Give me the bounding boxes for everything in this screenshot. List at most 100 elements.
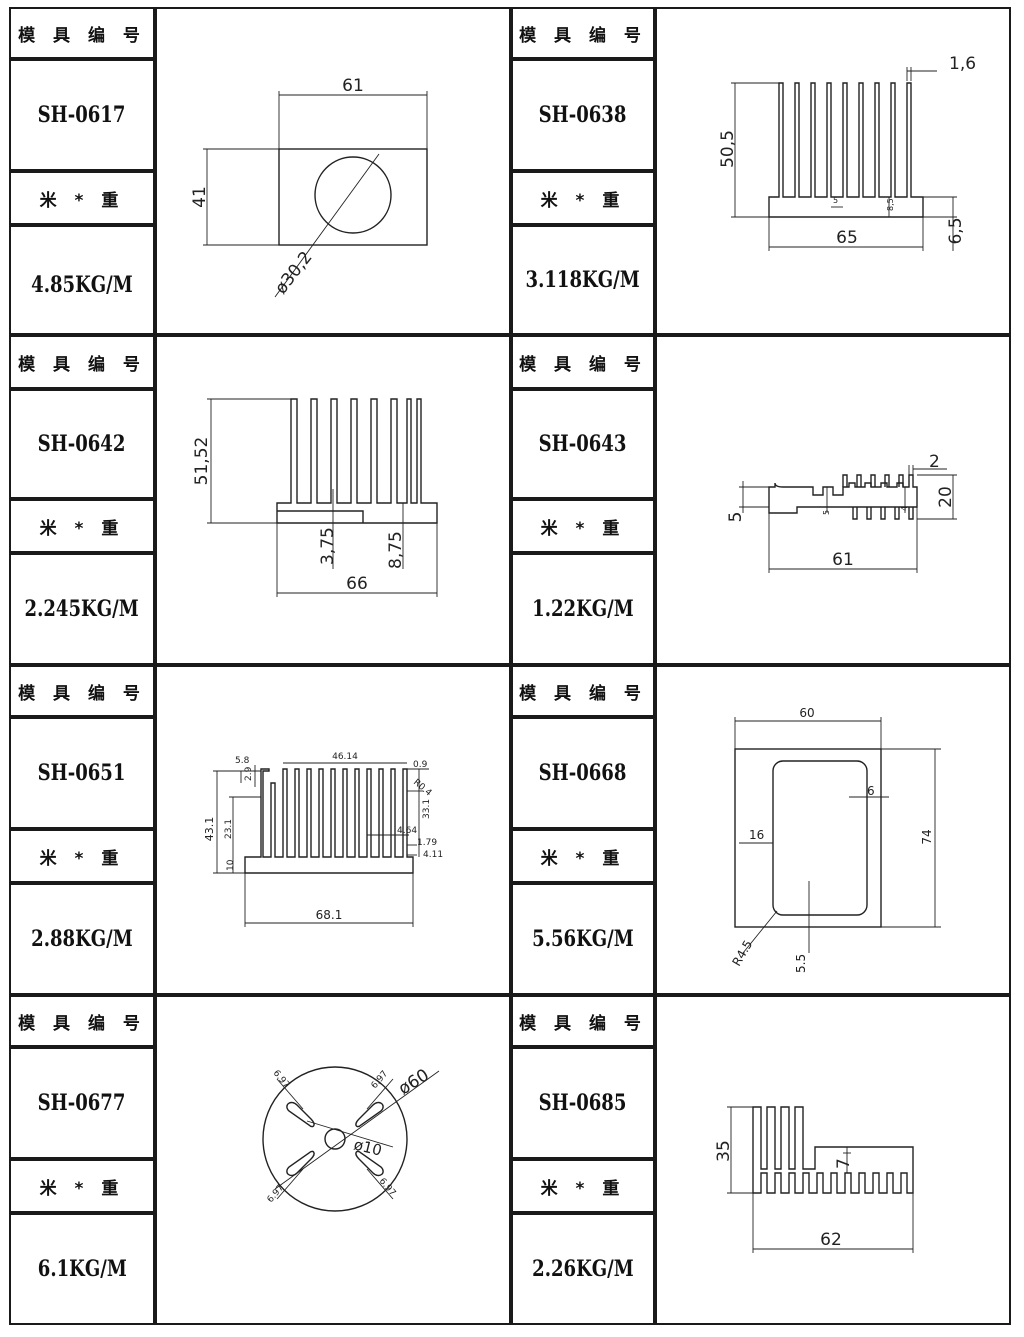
- weight-value: 5.56KG/M: [532, 926, 634, 952]
- weight-label: 米 * 重: [39, 848, 125, 869]
- profile-drawing-sh-0685: 35 7 62: [714, 1106, 914, 1253]
- weight-header: 米 * 重: [511, 499, 655, 553]
- weight-value-cell: 4.85KG/M: [9, 225, 155, 335]
- dimension-label: 62: [820, 1230, 842, 1250]
- mold-number-label: 模 具 编 号: [519, 25, 647, 46]
- drawing-cell: 60 6 16 74 R4.5 5.5: [655, 665, 1011, 995]
- drawing-cell: 6.97 6.97 ø60 ø10 6.97 6.97: [155, 995, 511, 1325]
- dimension-label: 43.1: [203, 817, 216, 842]
- dimension-label: 20: [936, 486, 956, 508]
- weight-value: 1.22KG/M: [532, 596, 634, 622]
- mold-number-header: 模 具 编 号: [9, 335, 155, 389]
- drawing-cell: 5.8 2.9 46.14 0.9 R0.4 33.1 43.1 23.1 4.…: [155, 665, 511, 995]
- weight-value: 3.118KG/M: [525, 267, 641, 293]
- mold-code: SH-0685: [539, 1090, 627, 1116]
- dimension-label: 61: [832, 550, 854, 570]
- weight-value-cell: 3.118KG/M: [511, 225, 655, 335]
- dimension-label: 4.64: [397, 826, 417, 836]
- drawing-cell: 61 41 ø30,2: [155, 7, 511, 335]
- dimension-label: 3,75: [318, 527, 338, 565]
- mold-code: SH-0677: [38, 1090, 126, 1116]
- slot-bottom-left: [286, 1150, 315, 1177]
- dimension-label: 5: [726, 512, 746, 523]
- profile-outline: [276, 398, 438, 524]
- mold-number-header: 模 具 编 号: [9, 665, 155, 717]
- inner-cavity: [772, 760, 868, 916]
- slot-bottom-right: [355, 1150, 384, 1177]
- dimension-label: 2: [929, 452, 940, 472]
- weight-value-cell: 5.56KG/M: [511, 883, 655, 995]
- dimension-label: 5.8: [235, 756, 250, 766]
- dimension-label: 5: [833, 196, 838, 205]
- weight-value-cell: 2.88KG/M: [9, 883, 155, 995]
- dimension-label: 51,52: [192, 437, 212, 486]
- dimension-label: ø60: [395, 1065, 433, 1099]
- dimension-label: 60: [799, 706, 814, 720]
- profile-drawing-sh-0638: 1,6 50,5 5 8,5 65 6,5: [718, 54, 976, 251]
- mold-code: SH-0668: [539, 760, 627, 786]
- mold-number-header: 模 具 编 号: [9, 7, 155, 59]
- dimension-label: 0.9: [413, 760, 428, 770]
- mold-code: SH-0638: [539, 102, 627, 128]
- weight-header: 米 * 重: [511, 171, 655, 225]
- dimension-label: 46.14: [332, 752, 358, 762]
- mold-code: SH-0617: [38, 102, 126, 128]
- weight-value: 2.88KG/M: [31, 926, 133, 952]
- slot-top-right: [355, 1101, 384, 1128]
- profile-drawing-sh-0668: 60 6 16 74 R4.5 5.5: [729, 706, 941, 973]
- mold-code-cell: SH-0677: [9, 1047, 155, 1159]
- weight-label: 米 * 重: [540, 518, 626, 539]
- dimension-label: 35: [714, 1140, 734, 1162]
- dimension-label: 8,5: [886, 198, 895, 211]
- bore-circle: [314, 156, 392, 234]
- profile-outline: [752, 1106, 914, 1194]
- drawing-cell: 51,52 3,75 8,75 66: [155, 335, 511, 665]
- mold-code-cell: SH-0638: [511, 59, 655, 171]
- mold-code-cell: SH-0651: [9, 717, 155, 829]
- mold-code-cell: SH-0617: [9, 59, 155, 171]
- dimension-label: 7: [834, 1158, 854, 1169]
- weight-label: 米 * 重: [39, 518, 125, 539]
- weight-value: 2.26KG/M: [532, 1256, 634, 1282]
- weight-header: 米 * 重: [9, 829, 155, 883]
- drawing-cell: 1,6 50,5 5 8,5 65 6,5: [655, 7, 1011, 335]
- dimension-label: 1,6: [949, 54, 976, 74]
- weight-label: 米 * 重: [540, 1178, 626, 1199]
- weight-label: 米 * 重: [540, 848, 626, 869]
- mold-number-label: 模 具 编 号: [18, 354, 146, 375]
- dimension-label: 5.5: [794, 954, 808, 973]
- mold-code: SH-0651: [38, 760, 126, 786]
- dimension-label: 5: [822, 510, 831, 515]
- weight-value-cell: 1.22KG/M: [511, 553, 655, 665]
- dimension-label: 61: [342, 76, 364, 96]
- weight-header: 米 * 重: [9, 1159, 155, 1213]
- profile-drawing-sh-0642: 51,52 3,75 8,75 66: [192, 398, 438, 597]
- weight-header: 米 * 重: [511, 829, 655, 883]
- mold-number-header: 模 具 编 号: [511, 665, 655, 717]
- dimension-label: 41: [190, 186, 210, 208]
- weight-value-cell: 2.26KG/M: [511, 1213, 655, 1325]
- dimension-label: 10: [226, 859, 236, 871]
- weight-value: 2.245KG/M: [24, 596, 140, 622]
- dimension-label: ø30,2: [271, 248, 316, 298]
- mold-code-cell: SH-0685: [511, 1047, 655, 1159]
- mold-number-label: 模 具 编 号: [519, 1013, 647, 1034]
- dimension-label: 6.97: [370, 1069, 391, 1091]
- slot-top-left: [286, 1101, 315, 1128]
- weight-value-cell: 2.245KG/M: [9, 553, 155, 665]
- mold-number-label: 模 具 编 号: [519, 354, 647, 375]
- dimension-label: 16: [749, 828, 764, 842]
- dimension-label: 33.1: [422, 799, 432, 819]
- dimension-label: 1.79: [417, 838, 437, 848]
- dimension-label: 50,5: [718, 130, 738, 168]
- mold-code: SH-0643: [539, 431, 627, 457]
- weight-header: 米 * 重: [9, 499, 155, 553]
- weight-value-cell: 6.1KG/M: [9, 1213, 155, 1325]
- profile-outline: [768, 82, 924, 218]
- dimension-label: 4: [900, 506, 909, 511]
- dimension-label: 74: [920, 829, 934, 844]
- weight-value: 6.1KG/M: [37, 1256, 127, 1282]
- profile-drawing-sh-0651: 5.8 2.9 46.14 0.9 R0.4 33.1 43.1 23.1 4.…: [203, 752, 443, 927]
- profile-outline: [278, 148, 428, 246]
